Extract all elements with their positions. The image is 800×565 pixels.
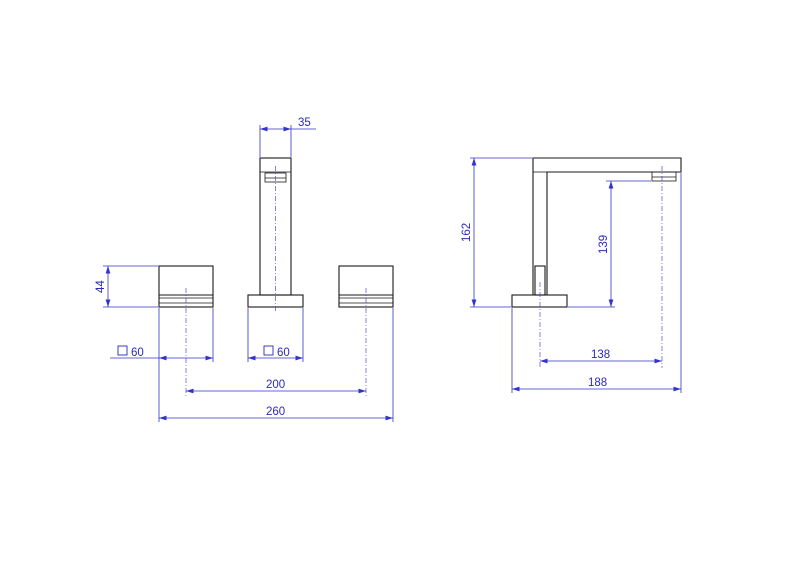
dim-overall-width: 260 — [159, 308, 394, 422]
dim-reach: 138 — [540, 349, 662, 364]
dim-handle-square: 60 — [110, 308, 214, 422]
dim-total-height: 162 — [461, 157, 532, 308]
dim-center-to-center: 200 — [186, 379, 366, 394]
dim-handle-height: 44 — [95, 265, 158, 308]
side-view: 162 139 138 188 — [461, 157, 682, 393]
front-view: 35 44 60 60 200 — [95, 117, 394, 422]
dim-spout-base-square-label: 60 — [277, 347, 290, 359]
dim-overall-width-label: 260 — [266, 406, 285, 418]
dim-reach-label: 138 — [591, 349, 610, 361]
dim-handle-height-label: 44 — [95, 280, 107, 293]
dim-handle-square-label: 60 — [131, 347, 144, 359]
dim-spout-base-square: 60 — [247, 308, 304, 362]
dim-overall-depth: 188 — [511, 173, 682, 393]
dim-total-height-label: 162 — [461, 223, 473, 242]
dim-center-to-center-label: 200 — [266, 379, 285, 391]
square-symbol-icon — [263, 345, 274, 356]
dim-outlet-height: 139 — [568, 180, 651, 308]
dim-spout-width: 35 — [259, 117, 316, 157]
dim-overall-depth-label: 188 — [588, 377, 607, 389]
dim-spout-width-label: 35 — [298, 117, 311, 129]
square-symbol-icon — [117, 345, 128, 356]
dim-outlet-height-label: 139 — [598, 235, 610, 254]
spout-side — [511, 157, 682, 308]
